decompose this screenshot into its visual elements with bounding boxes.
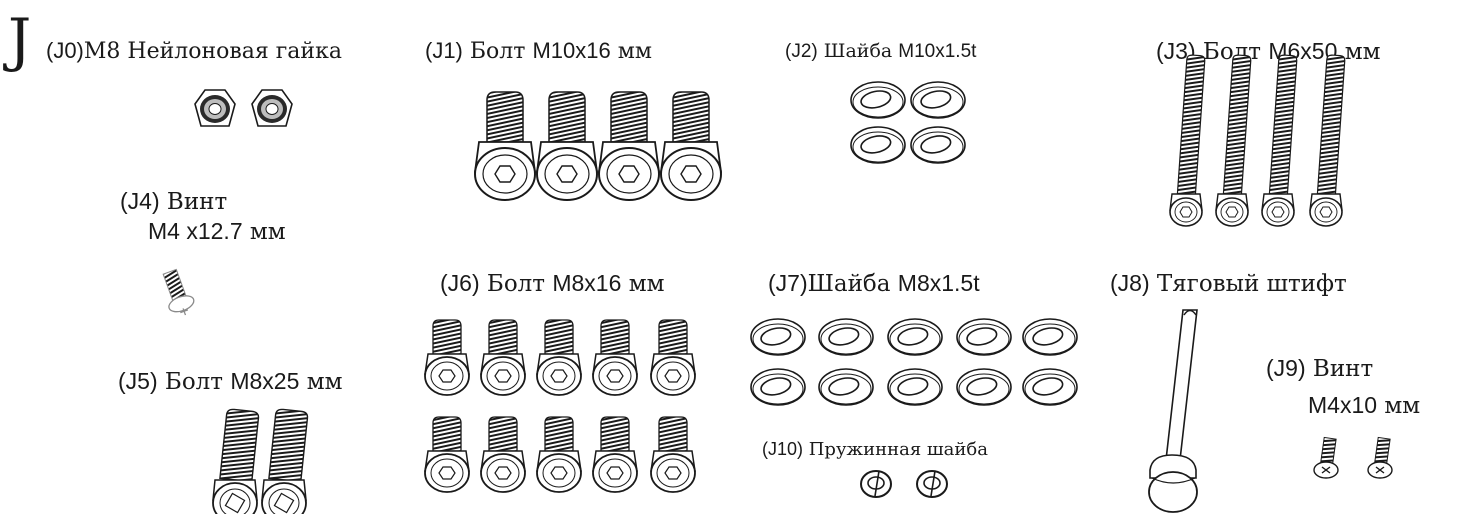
bolt-m8x16-icon <box>424 319 696 493</box>
part-size: M10x1.5t <box>898 41 977 62</box>
part-name: Болт <box>157 369 231 395</box>
part-name: Болт <box>479 271 553 297</box>
screw-m4-icon <box>162 268 195 316</box>
part-name: Шайба <box>817 40 899 62</box>
label-j6: (J6) Болт M8x16 мм <box>440 272 664 296</box>
part-unit: мм <box>1377 393 1421 419</box>
part-size: M4x10 <box>1308 392 1378 418</box>
part-unit: мм <box>610 39 652 64</box>
label-j9-size: M4x10 мм <box>1308 394 1420 418</box>
spring-washer-icon <box>860 470 948 498</box>
part-size: M10x16 <box>532 38 611 63</box>
washer-m10-icon <box>850 81 966 164</box>
part-name: Пружинная шайба <box>803 439 988 460</box>
section-letter: J <box>8 6 32 74</box>
part-size: M8x16 <box>552 270 622 296</box>
part-code: (J7) <box>768 270 808 296</box>
part-name: M8 Нейлоновая гайка <box>83 39 342 64</box>
part-name: Винт <box>1305 356 1374 382</box>
label-j10: (J10) Пружинная шайба <box>762 440 988 459</box>
bolt-m8x25-icon <box>212 407 309 514</box>
label-j5: (J5) Болт M8x25 мм <box>118 370 342 394</box>
bolt-m10-icon <box>474 91 722 201</box>
part-code: (J5) <box>118 368 158 394</box>
label-j4-size: M4 x12.7 мм <box>148 220 286 244</box>
part-unit: мм <box>299 369 343 395</box>
part-code: (J8) <box>1110 270 1150 296</box>
label-j8: (J8) Тяговый штифт <box>1110 272 1347 296</box>
part-name: Винт <box>159 189 228 215</box>
part-unit: мм <box>242 219 286 245</box>
part-name: Тяговый штифт <box>1149 271 1347 297</box>
label-j4: (J4) Винт <box>120 190 227 214</box>
screw-m4x10-icon <box>1313 436 1393 479</box>
bolt-m6-icon <box>1169 53 1346 227</box>
part-size: M8x1.5t <box>897 270 980 296</box>
part-unit: мм <box>621 271 665 297</box>
part-code: (J6) <box>440 270 480 296</box>
part-code: (J2) <box>785 41 818 62</box>
part-code: (J3) <box>1156 38 1196 64</box>
part-size: M4 x12.7 <box>148 218 243 244</box>
part-code: (J4) <box>120 188 160 214</box>
label-j7: (J7)Шайба M8x1.5t <box>768 272 980 296</box>
part-code: (J1) <box>425 38 463 63</box>
label-j1: (J1) Болт M10x16 мм <box>425 40 652 63</box>
part-code: (J10) <box>762 439 804 459</box>
label-j2: (J2) Шайба M10x1.5t <box>785 40 977 62</box>
label-j0: (J0)M8 Нейлоновая гайка <box>46 40 342 63</box>
label-j9: (J9) Винт <box>1266 357 1373 381</box>
part-code: (J9) <box>1266 355 1306 381</box>
part-unit: мм <box>1337 39 1381 65</box>
nylon-nut-icon <box>194 89 293 127</box>
pull-pin-icon <box>1148 309 1198 513</box>
part-name: Болт <box>462 39 533 64</box>
washer-m8-icon <box>750 318 1078 406</box>
part-code: (J0) <box>46 38 84 63</box>
part-name: Шайба <box>807 271 898 297</box>
part-size: M8x25 <box>230 368 300 394</box>
